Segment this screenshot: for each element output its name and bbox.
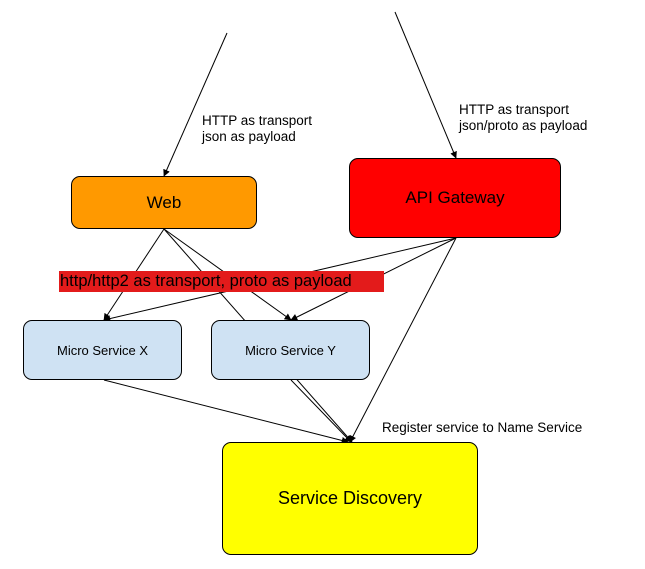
micro-service-y-node: Micro Service Y <box>211 320 370 380</box>
service-discovery-label: Service Discovery <box>277 488 423 508</box>
micro-service-x-node: Micro Service X <box>23 320 182 380</box>
api-gateway-node: API Gateway <box>349 158 561 238</box>
web-ingress-note: HTTP as transport json as payload <box>202 113 312 145</box>
gateway-ingress-note: HTTP as transport json/proto as payload <box>459 102 587 134</box>
arrow-micro-service-x-to-service-discovery <box>103 379 349 444</box>
web-node: Web <box>71 176 257 229</box>
gateway-ingress-line-1: HTTP as transport <box>459 102 570 117</box>
web-ingress-line-2: json as payload <box>202 129 296 144</box>
arrow-micro-service-y-to-service-discovery <box>290 379 352 443</box>
web-ingress-line-1: HTTP as transport <box>202 113 313 128</box>
api-gateway-label: API Gateway <box>405 188 505 207</box>
service-discovery-node: Service Discovery <box>222 442 478 555</box>
registration-note: Register service to Name Service <box>382 420 583 435</box>
web-label: Web <box>146 192 182 212</box>
micro-service-y-label: Micro Service Y <box>245 342 336 358</box>
arrow-external-to-api-gateway <box>394 11 457 159</box>
arrow-api-gateway-to-service-discovery <box>349 237 457 443</box>
gateway-ingress-line-2: json/proto as payload <box>459 118 588 133</box>
micro-service-x-label: Micro Service X <box>56 342 149 358</box>
internal-transport-label: http/http2 as transport, proto as payloa… <box>59 271 384 292</box>
arrow-external-to-web <box>163 32 228 177</box>
